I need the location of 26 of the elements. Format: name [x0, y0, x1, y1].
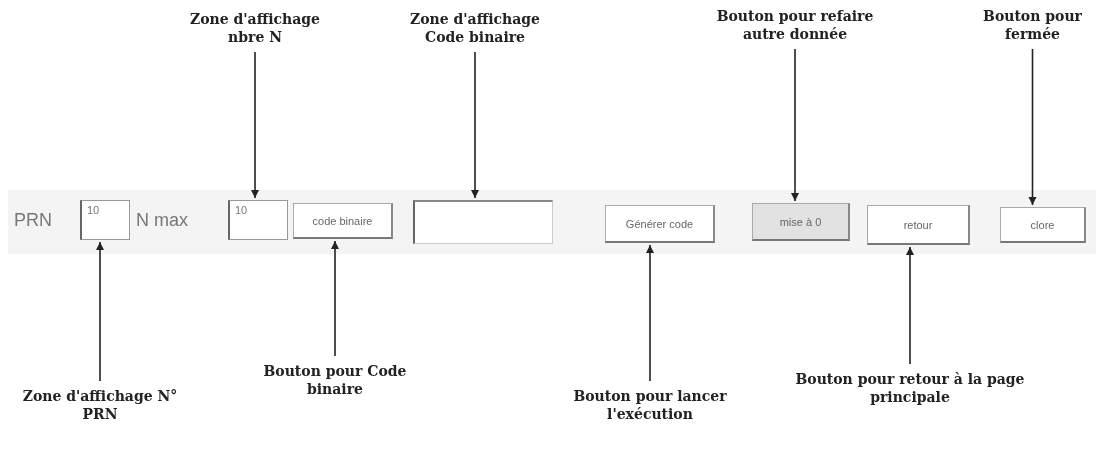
- arrow: [791, 48, 799, 202]
- arrow: [331, 240, 339, 357]
- callout-text: Zone d'affichage N° PRN: [20, 385, 180, 425]
- arrow: [251, 51, 259, 199]
- callout-text: Bouton pour retour à la page principale: [790, 368, 1030, 408]
- button: clore: [1000, 207, 1086, 243]
- arrow: [471, 51, 479, 199]
- arrow: [96, 241, 104, 382]
- arrow: [646, 244, 654, 382]
- input-field: 10: [80, 200, 130, 240]
- field-label: N max: [136, 210, 188, 231]
- callout-text: Bouton pour refaire autre donnée: [695, 5, 895, 45]
- reset-button: mise à 0: [752, 203, 850, 241]
- callout-text: Bouton pour Code binaire: [255, 360, 415, 400]
- field-label: PRN: [14, 210, 52, 231]
- button: retour: [867, 205, 970, 245]
- button: code binaire: [293, 203, 393, 239]
- output-field: [413, 200, 553, 244]
- button: Générer code: [605, 205, 715, 243]
- callout-text: Bouton pour lancer l'exécution: [555, 385, 745, 425]
- arrow: [1028, 48, 1037, 206]
- callout-text: Bouton pour fermée: [970, 5, 1095, 45]
- callout-text: Zone d'affichage Code binaire: [395, 8, 555, 48]
- arrow: [906, 246, 914, 365]
- callout-text: Zone d'affichage nbre N: [180, 8, 330, 48]
- input-field: 10: [228, 200, 288, 240]
